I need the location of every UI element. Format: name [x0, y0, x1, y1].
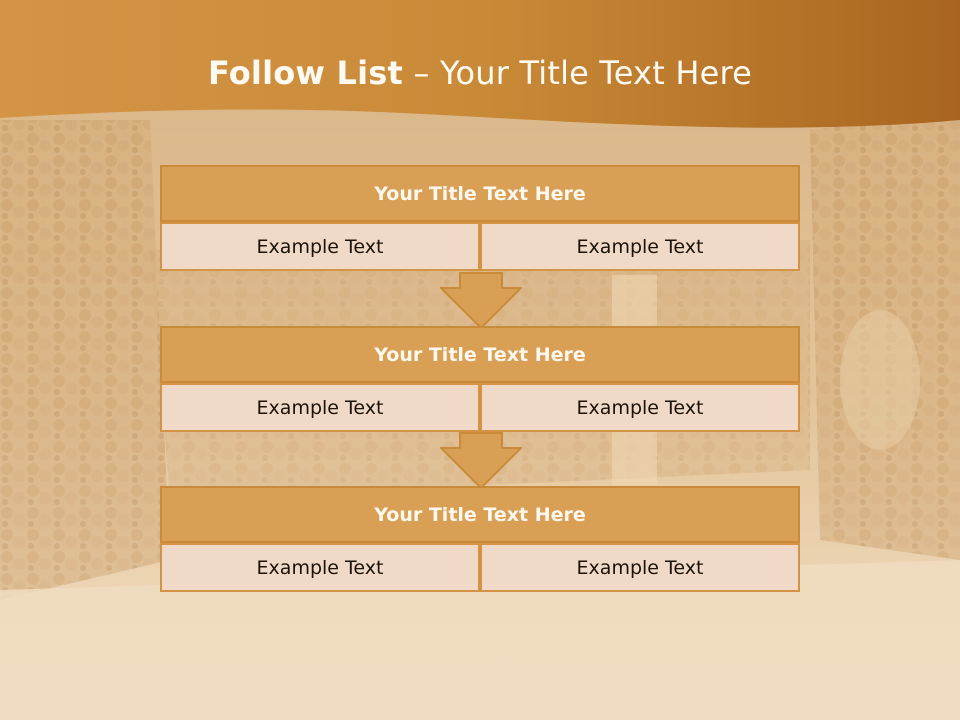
step-cell-right: Example Text — [480, 222, 800, 271]
step-block-1: Your Title Text Here Example Text Exampl… — [160, 165, 800, 271]
step-title: Your Title Text Here — [160, 326, 800, 383]
step-block-2: Your Title Text Here Example Text Exampl… — [160, 326, 800, 432]
slide-title-bold: Follow List — [207, 54, 404, 92]
step-title: Your Title Text Here — [160, 165, 800, 222]
down-arrow-icon — [440, 272, 522, 330]
step-cell-left: Example Text — [160, 222, 480, 271]
step-cell-left: Example Text — [160, 383, 480, 432]
step-block-3: Your Title Text Here Example Text Exampl… — [160, 486, 800, 592]
slide-title: Follow List – Your Title Text Here — [0, 54, 960, 92]
step-cell-left: Example Text — [160, 543, 480, 592]
slide-title-rest: – Your Title Text Here — [403, 54, 753, 92]
step-title: Your Title Text Here — [160, 486, 800, 543]
down-arrow-icon — [440, 432, 522, 490]
step-cell-right: Example Text — [480, 543, 800, 592]
step-cell-right: Example Text — [480, 383, 800, 432]
